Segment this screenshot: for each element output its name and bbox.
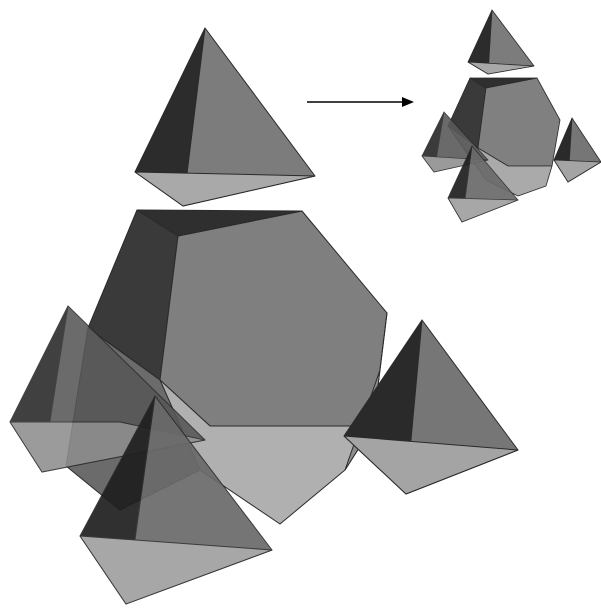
assembled-view [422, 10, 601, 222]
tt-hexagon-face [160, 211, 387, 426]
arrow [307, 97, 414, 107]
top-tet-bottom-face [135, 172, 315, 206]
small-front-tet-light [448, 198, 518, 222]
small-tt-hexagon-face [478, 78, 560, 166]
small-top-tetrahedron [468, 10, 534, 74]
small-right-tetrahedron [554, 118, 601, 182]
exploded-view [10, 28, 518, 604]
arrow-head [402, 97, 414, 107]
top-tetrahedron [135, 28, 315, 206]
small-right-tet-light [554, 160, 601, 182]
